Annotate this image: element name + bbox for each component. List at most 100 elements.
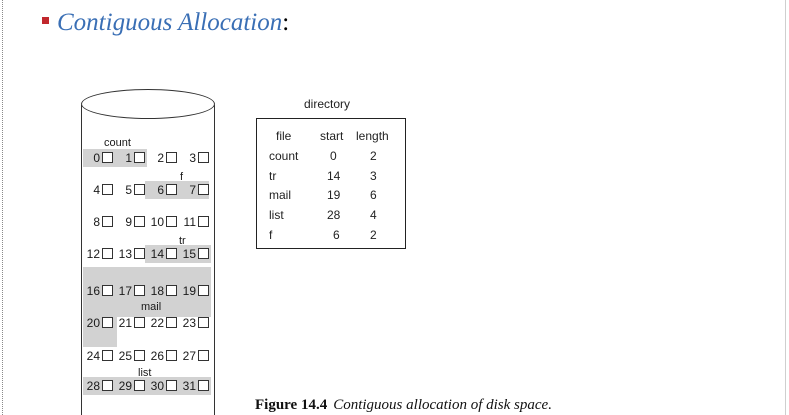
block-square-icon xyxy=(102,152,113,163)
disk-block-4: 4 xyxy=(85,182,113,198)
block-square-icon xyxy=(102,380,113,391)
figure-caption-text: Contiguous allocation of disk space. xyxy=(333,397,552,413)
directory-row-file: count xyxy=(269,149,299,163)
directory-row-length: 2 xyxy=(370,149,377,163)
disk-block-2: 2 xyxy=(149,150,177,166)
file-label-tr: tr xyxy=(179,235,186,247)
disk-block-16: 16 xyxy=(85,283,113,299)
block-square-icon xyxy=(198,350,209,361)
file-label-count: count xyxy=(104,137,131,149)
disk-block-0: 0 xyxy=(85,150,113,166)
disk-block-22: 22 xyxy=(149,315,177,331)
block-square-icon xyxy=(166,248,177,259)
directory-header-start: start xyxy=(320,129,344,143)
block-square-icon xyxy=(198,152,209,163)
disk-block-29: 29 xyxy=(117,378,145,394)
disk-block-1: 1 xyxy=(117,150,145,166)
slide-title-text: Contiguous Allocation xyxy=(57,9,283,36)
disk-block-7: 7 xyxy=(181,182,209,198)
disk-block-14: 14 xyxy=(149,246,177,262)
disk-block-15: 15 xyxy=(181,246,209,262)
block-square-icon xyxy=(102,184,113,195)
directory-title: directory xyxy=(304,97,351,111)
block-square-icon xyxy=(166,317,177,328)
directory-row-length: 2 xyxy=(370,228,377,242)
disk-cylinder-diagram: count f tr mail list 0 1 2 3 4 5 6 7 8 9… xyxy=(81,89,215,415)
block-square-icon xyxy=(102,317,113,328)
shade-mail-blocks-row5 xyxy=(83,295,211,317)
directory-row-length: 3 xyxy=(370,169,377,183)
directory-row-file: tr xyxy=(269,169,277,183)
block-square-icon xyxy=(102,285,113,296)
block-square-icon xyxy=(166,216,177,227)
directory-row-file: f xyxy=(269,228,273,242)
block-square-icon xyxy=(134,184,145,195)
shade-tr-blocks xyxy=(145,245,211,263)
slide-right-border xyxy=(785,0,786,415)
directory-table: file start length count 0 2 tr 14 3 mail… xyxy=(256,118,406,249)
block-square-icon xyxy=(134,380,145,391)
disk-block-28: 28 xyxy=(85,378,113,394)
directory-row-start: 19 xyxy=(327,188,341,202)
directory-row-start: 28 xyxy=(327,208,341,222)
disk-block-13: 13 xyxy=(117,246,145,262)
disk-block-5: 5 xyxy=(117,182,145,198)
block-square-icon xyxy=(134,350,145,361)
figure-number: Figure 14.4 xyxy=(255,397,328,413)
block-square-icon xyxy=(198,248,209,259)
block-square-icon xyxy=(134,216,145,227)
directory-row-length: 4 xyxy=(370,208,377,222)
block-square-icon xyxy=(198,380,209,391)
disk-block-18: 18 xyxy=(149,283,177,299)
disk-block-11: 11 xyxy=(181,214,209,230)
slide-left-border xyxy=(2,0,3,415)
block-square-icon xyxy=(134,248,145,259)
shade-count-blocks xyxy=(83,149,147,167)
directory-row-start: 0 xyxy=(330,149,337,163)
disk-cylinder-top xyxy=(81,89,215,119)
disk-block-30: 30 xyxy=(149,378,177,394)
disk-block-10: 10 xyxy=(149,214,177,230)
disk-block-19: 19 xyxy=(181,283,209,299)
directory-row-file: list xyxy=(269,208,284,222)
block-square-icon xyxy=(166,285,177,296)
block-square-icon xyxy=(198,184,209,195)
disk-block-3: 3 xyxy=(181,150,209,166)
disk-block-21: 21 xyxy=(117,315,145,331)
disk-block-31: 31 xyxy=(181,378,209,394)
disk-block-8: 8 xyxy=(85,214,113,230)
directory-header-file: file xyxy=(276,129,292,143)
bullet-square-icon xyxy=(42,17,49,24)
disk-block-26: 26 xyxy=(149,348,177,364)
block-square-icon xyxy=(198,317,209,328)
disk-block-6: 6 xyxy=(149,182,177,198)
directory-header-length: length xyxy=(356,129,389,143)
slide-title-colon: : xyxy=(282,9,290,36)
disk-block-25: 25 xyxy=(117,348,145,364)
directory-row-start: 14 xyxy=(327,169,341,183)
block-square-icon xyxy=(134,317,145,328)
directory-row-start: 6 xyxy=(333,228,340,242)
disk-block-20: 20 xyxy=(85,315,113,331)
file-label-list: list xyxy=(138,367,152,379)
block-square-icon xyxy=(134,285,145,296)
directory-row-length: 6 xyxy=(370,188,377,202)
disk-block-12: 12 xyxy=(85,246,113,262)
block-square-icon xyxy=(166,380,177,391)
block-square-icon xyxy=(102,350,113,361)
block-square-icon xyxy=(166,350,177,361)
disk-block-17: 17 xyxy=(117,283,145,299)
disk-block-24: 24 xyxy=(85,348,113,364)
block-square-icon xyxy=(166,184,177,195)
shade-list-blocks xyxy=(83,377,211,395)
disk-block-27: 27 xyxy=(181,348,209,364)
directory-row-file: mail xyxy=(269,188,292,202)
shade-f-blocks xyxy=(145,181,209,199)
block-square-icon xyxy=(102,216,113,227)
figure-caption: Figure 14.4 Contiguous allocation of disk… xyxy=(255,396,552,414)
block-square-icon xyxy=(198,216,209,227)
block-square-icon xyxy=(102,248,113,259)
block-square-icon xyxy=(134,152,145,163)
slide-title: Contiguous Allocation: xyxy=(57,6,289,40)
